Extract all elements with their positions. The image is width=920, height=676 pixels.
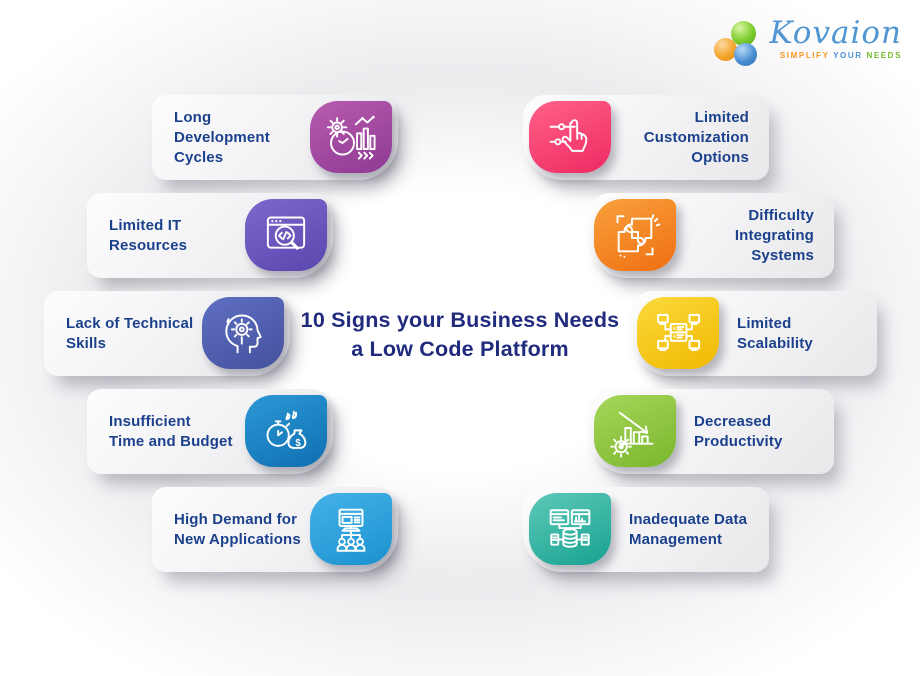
card-tile <box>594 199 676 271</box>
title-line-1: 10 Signs your Business Needs <box>300 308 620 332</box>
card-tile <box>310 101 392 173</box>
card-tile <box>245 199 327 271</box>
card-limited-customization-options: Limited Customization Options <box>523 95 769 180</box>
head-gear-icon <box>225 314 262 354</box>
card-limited-it-resources: Limited IT Resources <box>87 193 333 278</box>
card-tile <box>594 395 676 467</box>
card-label: Difficulty Integrating Systems <box>734 206 814 264</box>
card-tile <box>529 493 611 565</box>
card-label: Limited Customization Options <box>643 108 749 166</box>
card-tile <box>310 493 392 565</box>
logo-name: Kovaion <box>769 15 902 51</box>
card-label: Inadequate Data Management <box>629 510 748 548</box>
puzzle-hands-icon <box>616 214 661 258</box>
card-high-demand-for-new-applications: High Demand for New Applications <box>152 487 398 572</box>
card-label: Limited IT Resources <box>109 216 188 254</box>
card-long-development-cycles: Long Development Cycles <box>152 95 398 180</box>
card-difficulty-integrating-systems: Difficulty Integrating Systems <box>588 193 834 278</box>
card-label: Insufficient Time and Budget <box>109 412 233 450</box>
card-label: High Demand for New Applications <box>174 510 301 548</box>
clock-gear-chart-icon <box>326 115 376 160</box>
logo-ball-green-icon <box>731 21 757 46</box>
svg-text:$: $ <box>295 438 301 449</box>
card-lack-of-technical-skills: Lack of Technical Skills <box>44 291 290 376</box>
infographic-title: 10 Signs your Business Needs a Low Code … <box>270 306 650 364</box>
card-insufficient-time-and-budget: Insufficient Time and Budget $ <box>87 389 333 474</box>
card-label: Lack of Technical Skills <box>66 314 194 352</box>
data-windows-database-icon <box>549 509 591 548</box>
title-line-2: a Low Code Platform <box>351 337 569 361</box>
logo-text: Kovaion SIMPLIFY YOUR NEEDS <box>769 16 902 60</box>
card-label: Limited Scalability <box>737 314 813 352</box>
card-tile <box>529 101 611 173</box>
logo-ball-blue-icon <box>734 43 758 66</box>
declining-chart-gear-icon <box>610 411 654 458</box>
card-tile: $ <box>245 395 327 467</box>
kovaion-logo-mark-icon <box>714 21 762 73</box>
stopwatch-money-bag-icon: $ <box>266 410 307 449</box>
tagline-word: YOUR <box>833 51 863 60</box>
card-inadequate-data-management: Inadequate Data Management <box>523 487 769 572</box>
card-label: Long Development Cycles <box>174 108 270 166</box>
logo-ball-orange-icon <box>714 38 738 61</box>
logo-tagline: SIMPLIFY YOUR NEEDS <box>780 51 902 60</box>
card-label: Decreased Productivity <box>694 412 783 450</box>
tagline-word: NEEDS <box>866 51 902 60</box>
card-tile <box>202 297 284 369</box>
kovaion-logo: Kovaion SIMPLIFY YOUR NEEDS <box>714 16 902 73</box>
hand-sliders-icon <box>549 119 588 152</box>
card-limited-scalability: Limited Scalability <box>631 291 877 376</box>
card-decreased-productivity: Decreased Productivity <box>588 389 834 474</box>
browser-code-search-icon <box>266 216 306 250</box>
monitor-users-icon <box>336 508 366 552</box>
server-network-icon <box>657 313 701 352</box>
tagline-word: SIMPLIFY <box>779 51 830 60</box>
card-tile <box>637 297 719 369</box>
